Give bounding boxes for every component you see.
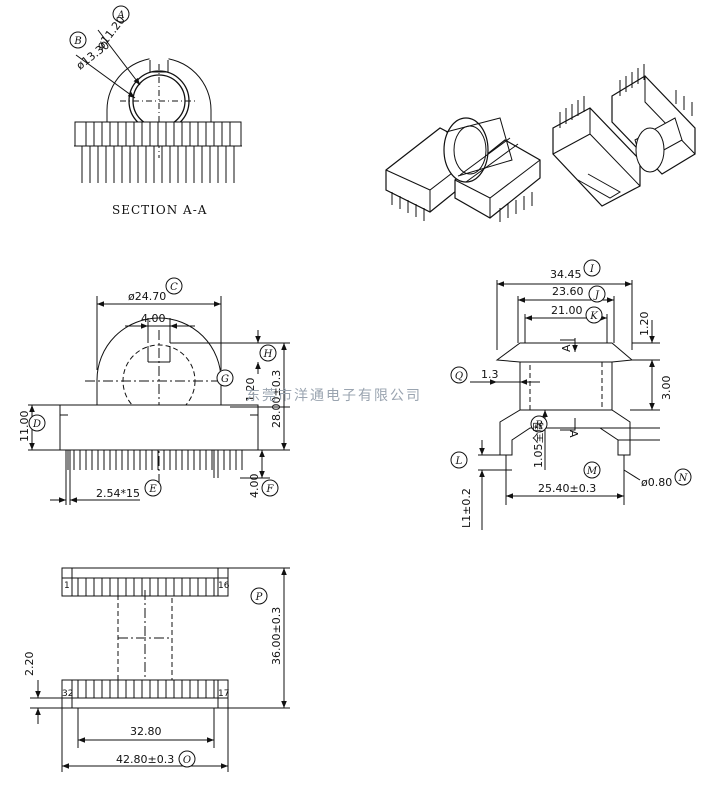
bubble-c-label: C xyxy=(170,282,178,293)
bubble-d-icon xyxy=(28,414,46,432)
isometric-view-2 xyxy=(552,64,696,207)
bubble-b-icon xyxy=(69,31,87,49)
bubble-o-icon xyxy=(178,750,196,768)
dim-front-height: 28.00±0.3 xyxy=(270,370,283,428)
dim-side-gap: 1.3 xyxy=(481,368,499,381)
bubble-f-label: F xyxy=(266,484,275,495)
section-mark-bottom: A xyxy=(567,430,580,438)
bubble-g-icon xyxy=(216,369,234,387)
bubble-o-label: O xyxy=(183,755,191,766)
bubble-i-label: I xyxy=(589,264,595,275)
bubble-j-icon xyxy=(588,285,606,303)
dim-top-length: 36.00±0.3 xyxy=(270,607,283,665)
isometric-view-1 xyxy=(385,117,541,222)
bubble-l-icon xyxy=(450,451,468,469)
bubble-q-icon xyxy=(450,366,468,384)
dim-side-wall: 1.05全周 xyxy=(531,422,545,469)
dim-front-top: 1.20 xyxy=(244,378,257,403)
bubble-r-label: R xyxy=(534,420,543,431)
dim-side-pindia: ø0.80 xyxy=(641,476,672,489)
dim-side-flange: 1.20 xyxy=(638,312,651,337)
section-mark-top: A xyxy=(560,344,573,352)
bubble-n-icon xyxy=(674,468,692,486)
dim-top-inner: 32.80 xyxy=(130,725,162,738)
dim-side-span: 25.40±0.3 xyxy=(538,482,596,495)
dim-side-mid: 23.60 xyxy=(552,285,584,298)
bubble-d-label: D xyxy=(32,419,41,430)
bubble-n-label: N xyxy=(678,473,689,484)
dim-front-pinlen: 4.00 xyxy=(248,474,261,499)
bubble-j-label: J xyxy=(593,290,600,301)
bubble-q-label: Q xyxy=(455,371,463,382)
watermark: 东莞市洋通电子有限公司 xyxy=(246,387,422,404)
bubble-a-icon xyxy=(112,5,130,23)
dim-side-pinlen: L1±0.2 xyxy=(460,488,473,528)
dim-top-flange: 2.20 xyxy=(23,652,36,677)
top-view xyxy=(30,567,290,772)
bubble-a-label: A xyxy=(116,10,124,21)
pin-label-32: 32 xyxy=(62,689,73,699)
bubble-g-label: G xyxy=(221,374,229,385)
front-view xyxy=(28,296,290,505)
dim-side-right: 3.00 xyxy=(660,376,673,401)
bubble-m-icon xyxy=(583,461,601,479)
bubble-i-icon xyxy=(583,259,601,277)
bubble-b-label: B xyxy=(73,36,81,47)
bubble-k-icon xyxy=(585,306,603,324)
bubble-h-icon xyxy=(259,344,277,362)
bubble-r-icon xyxy=(530,415,548,433)
bubble-h-label: H xyxy=(263,349,273,360)
pin-label-16: 16 xyxy=(218,581,230,591)
pin-label-17: 17 xyxy=(218,689,229,699)
bubble-e-icon xyxy=(144,479,162,497)
dim-front-pitch: 2.54*15 xyxy=(96,487,140,500)
dim-side-outer: 34.45 xyxy=(550,268,582,281)
dim-front-flange: ø24.70 xyxy=(128,290,166,303)
section-caption: SECTION A-A xyxy=(112,203,207,217)
dim-side-inner: 21.00 xyxy=(551,304,583,317)
bubble-k-label: K xyxy=(589,311,598,322)
bubble-p-icon xyxy=(250,587,268,605)
bubble-m-label: M xyxy=(586,466,598,477)
bubble-l-label: L xyxy=(455,456,463,467)
dim-front-slot: 4.00 xyxy=(141,312,166,325)
bubble-f-icon xyxy=(261,479,279,497)
section-view xyxy=(74,29,242,183)
dim-top-outer: 42.80±0.3 xyxy=(116,753,174,766)
dim-front-base: 11.00 xyxy=(18,411,31,443)
bubble-e-label: E xyxy=(148,484,157,495)
bubble-c-icon xyxy=(165,277,183,295)
bubble-p-label: P xyxy=(255,592,263,603)
pin-label-1: 1 xyxy=(64,581,70,591)
